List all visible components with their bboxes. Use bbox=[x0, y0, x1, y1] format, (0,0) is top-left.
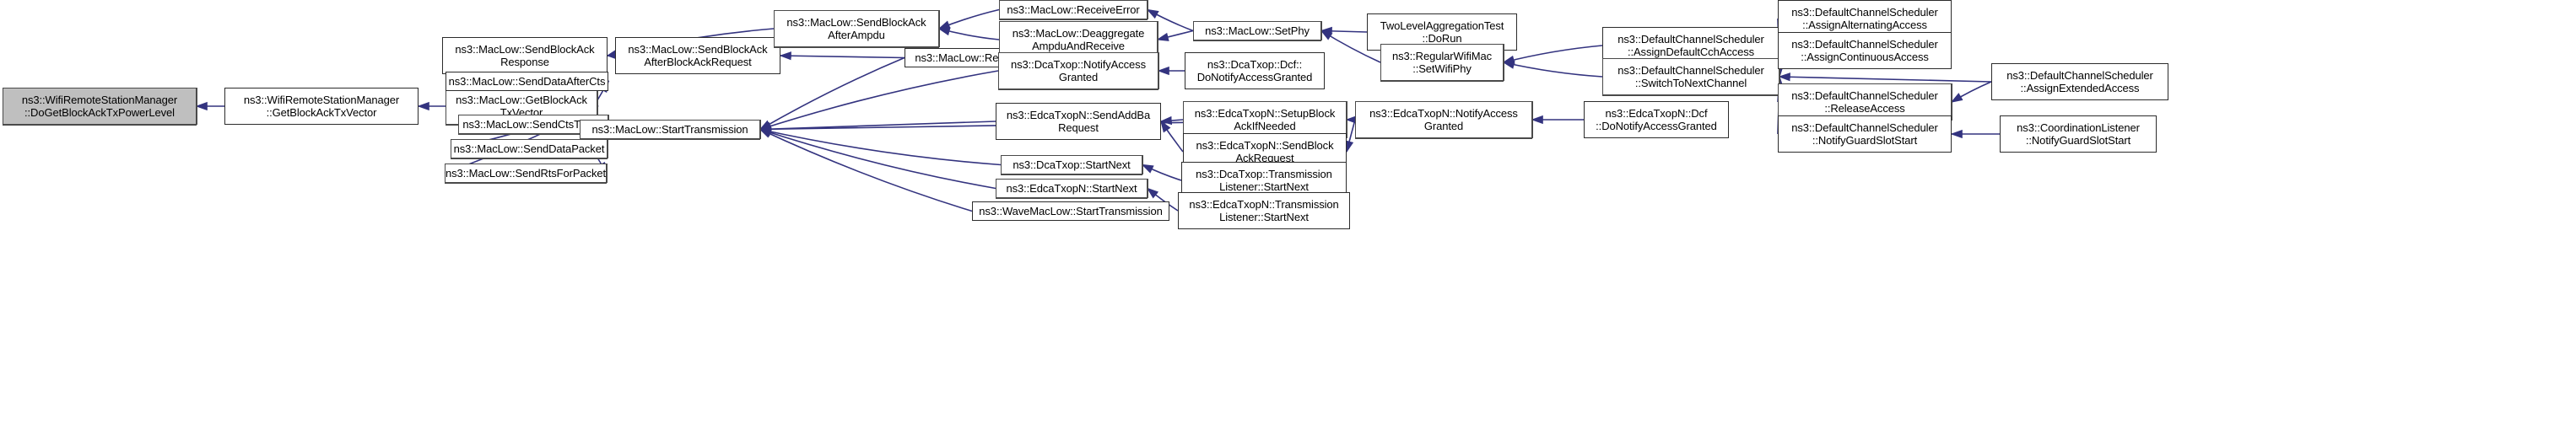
graph-edge-n12-to-n8 bbox=[779, 51, 905, 61]
graph-node-n8[interactable]: ns3::MacLow::SendBlockAck AfterBlockAckR… bbox=[615, 37, 780, 74]
graph-edge-n23-to-n16 bbox=[1160, 120, 1184, 153]
graph-edge-n30-to-n27 bbox=[1502, 60, 1603, 78]
graph-edge-n29-to-n27 bbox=[1502, 45, 1603, 64]
graph-node-n25[interactable]: ns3::EdcaTxopN::Transmission Listener::S… bbox=[1178, 192, 1350, 229]
graph-edge-n12-to-n10 bbox=[759, 56, 905, 131]
graph-node-n27[interactable]: ns3::RegularWifiMac ::SetWifiPhy bbox=[1380, 44, 1504, 81]
graph-node-n15[interactable]: ns3::DcaTxop::NotifyAccess Granted bbox=[998, 52, 1158, 89]
graph-node-n33[interactable]: ns3::DefaultChannelScheduler ::AssignCon… bbox=[1778, 32, 1952, 69]
graph-node-n4[interactable]: ns3::MacLow::SendDataAfterCts bbox=[446, 72, 608, 91]
graph-node-n29[interactable]: ns3::DefaultChannelScheduler ::AssignDef… bbox=[1602, 27, 1779, 64]
graph-node-n37[interactable]: ns3::CoordinationListener ::NotifyGuardS… bbox=[2000, 115, 2157, 153]
graph-edge-n17-to-n10 bbox=[759, 127, 1002, 166]
graph-edge-n13-to-n11 bbox=[937, 8, 1000, 29]
graph-edge-n19-to-n10 bbox=[759, 128, 973, 212]
graph-node-n20[interactable]: ns3::MacLow::SetPhy bbox=[1193, 21, 1321, 40]
graph-edge-n22-to-n16 bbox=[1159, 115, 1184, 126]
graph-node-n17[interactable]: ns3::DcaTxop::StartNext bbox=[1001, 155, 1142, 174]
graph-node-n10[interactable]: ns3::MacLow::StartTransmission bbox=[580, 120, 760, 139]
graph-node-n32[interactable]: ns3::DefaultChannelScheduler ::AssignAlt… bbox=[1778, 0, 1952, 37]
graph-node-n11[interactable]: ns3::MacLow::SendBlockAck AfterAmpdu bbox=[774, 10, 939, 47]
graph-edge-n20-to-n14 bbox=[1156, 29, 1194, 41]
graph-node-n19[interactable]: ns3::WaveMacLow::StartTransmission bbox=[972, 201, 1169, 221]
graph-node-n16[interactable]: ns3::EdcaTxopN::SendAddBa Request bbox=[996, 103, 1161, 140]
graph-edge-n28-to-n23 bbox=[1345, 119, 1356, 153]
graph-node-n36[interactable]: ns3::DefaultChannelScheduler ::AssignExt… bbox=[1991, 63, 2168, 100]
graph-edge-n16-to-n10 bbox=[759, 121, 996, 134]
graph-edge-n36-to-n34 bbox=[1950, 81, 1992, 103]
graph-edge-n14-to-n11 bbox=[937, 27, 1000, 40]
graph-node-n1[interactable]: ns3::WifiRemoteStationManager ::GetBlock… bbox=[224, 88, 419, 125]
graph-edge-n36-to-n30 bbox=[1778, 72, 1992, 83]
graph-node-n18[interactable]: ns3::EdcaTxopN::StartNext bbox=[996, 179, 1148, 198]
graph-edge-n26-to-n20 bbox=[1320, 26, 1368, 35]
graph-node-n13[interactable]: ns3::MacLow::ReceiveError bbox=[999, 0, 1148, 19]
graph-edge-n18-to-n10 bbox=[759, 128, 996, 190]
graph-node-n31[interactable]: ns3::EdcaTxopN::Dcf ::DoNotifyAccessGran… bbox=[1584, 101, 1729, 138]
graph-node-n3[interactable]: ns3::MacLow::SendBlockAck Response bbox=[442, 37, 608, 74]
graph-node-n28[interactable]: ns3::EdcaTxopN::NotifyAccess Granted bbox=[1355, 101, 1532, 138]
graph-edge-n15-to-n10 bbox=[759, 70, 999, 131]
graph-node-n21[interactable]: ns3::DcaTxop::Dcf:: DoNotifyAccessGrante… bbox=[1185, 52, 1325, 89]
graph-node-n30[interactable]: ns3::DefaultChannelScheduler ::SwitchToN… bbox=[1602, 58, 1779, 95]
graph-node-n6[interactable]: ns3::MacLow::SendDataPacket bbox=[451, 139, 608, 158]
graph-node-n0[interactable]: ns3::WifiRemoteStationManager ::DoGetBlo… bbox=[3, 88, 197, 125]
graph-node-n35[interactable]: ns3::DefaultChannelScheduler ::NotifyGua… bbox=[1778, 115, 1952, 153]
graph-edge-n24-to-n17 bbox=[1141, 164, 1182, 181]
graph-node-n7[interactable]: ns3::MacLow::SendRtsForPacket bbox=[445, 164, 607, 183]
